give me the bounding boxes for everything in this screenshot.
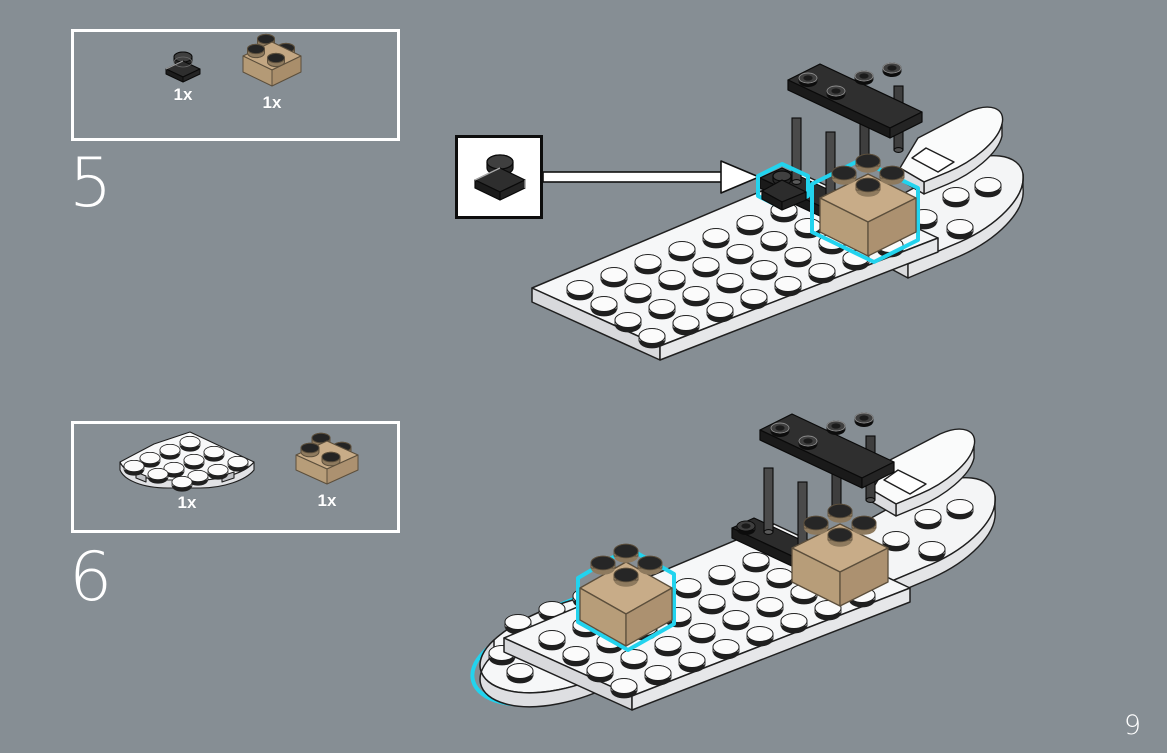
parts-box-step-6: 1x — [71, 421, 400, 533]
part-slot-brick-2x2-tan-step6: 1x — [272, 426, 382, 510]
part-quantity-label: 1x — [262, 93, 282, 112]
assembly-step-6 — [460, 370, 1030, 730]
part-quantity-label: 1x — [173, 85, 193, 104]
part-quantity-label: 1x — [177, 493, 197, 512]
highlight-plate-1x1-black — [756, 162, 810, 210]
callout-art-plate-1x1-black — [467, 144, 533, 208]
part-art-plate-1x1-black — [160, 46, 206, 86]
page-number: 9 — [1123, 710, 1141, 741]
step-number-6: 6 — [69, 538, 113, 617]
placement-arrow — [542, 160, 765, 194]
part-slot-plate-4x4-round-corner-white: 1x — [94, 428, 280, 512]
step-number-5: 5 — [69, 144, 113, 223]
part-slot-brick-2x2-tan: 1x — [217, 28, 327, 112]
detail-callout-plate-1x1-black — [455, 135, 543, 219]
assembly-step-5 — [520, 50, 1040, 370]
part-art-brick-2x2-tan-step6 — [288, 426, 366, 492]
highlight-brick-2x2-tan — [810, 158, 920, 264]
part-slot-plate-1x1-black: 1x — [138, 46, 228, 104]
part-art-brick-2x2-tan — [235, 28, 309, 94]
parts-box-step-5: 1x — [71, 29, 400, 141]
part-art-plate-4x4-round-corner-white — [114, 428, 260, 492]
part-quantity-label: 1x — [317, 491, 337, 510]
